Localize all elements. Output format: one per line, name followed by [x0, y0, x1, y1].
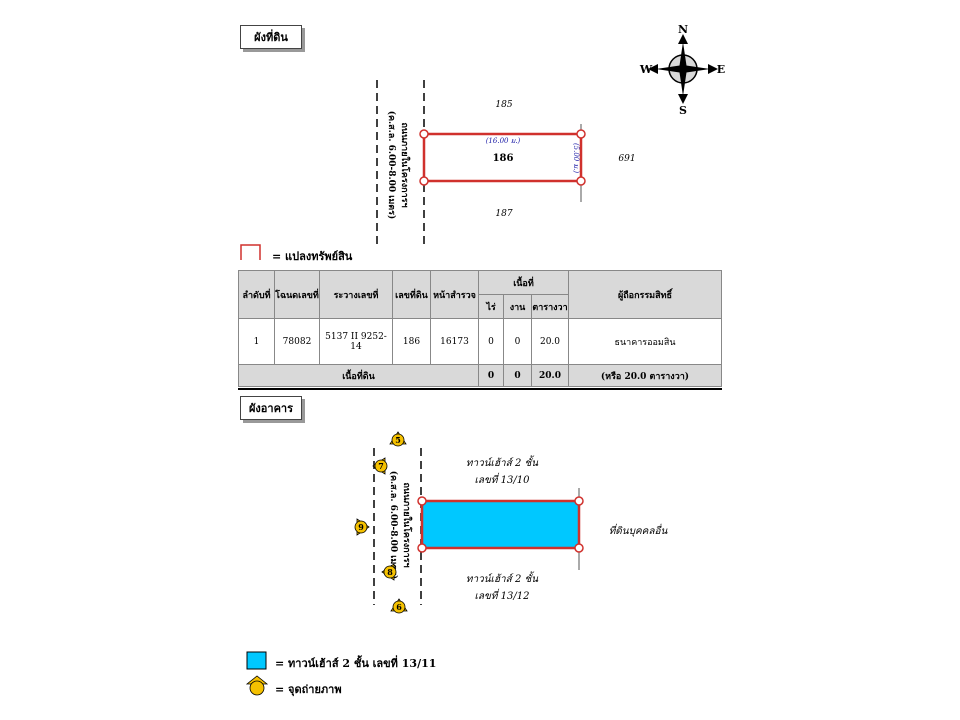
header-owner: ผู้ถือกรรมสิทธิ์ — [568, 270, 722, 319]
corner-marker — [574, 496, 584, 506]
land-plan-label: ผังที่ดิน — [240, 25, 302, 49]
corner-marker — [574, 543, 584, 553]
photo-point-7: 7 — [372, 457, 388, 475]
svg-text:8: 8 — [387, 567, 393, 577]
total-label: เนื้อที่ดิน — [238, 364, 479, 387]
parcel-depth-dim: (5.00 ม.) — [572, 143, 580, 173]
total-wa: 20.0 — [531, 364, 569, 387]
svg-text:7: 7 — [378, 461, 384, 471]
header-ngan: งาน — [503, 294, 532, 319]
east-neighbor-label: ที่ดินบุคคลอื่น — [609, 523, 669, 537]
parcel-width-dim: (16.00 ม.) — [486, 137, 521, 145]
header-rai: ไร่ — [478, 294, 504, 319]
section-divider — [238, 388, 722, 390]
building-legend-text: = ทาวน์เฮ้าส์ 2 ชั้น เลขที่ 13/11 — [275, 657, 437, 670]
building-legend-swatch — [246, 651, 267, 670]
svg-text:5: 5 — [395, 435, 401, 445]
corner-marker — [576, 176, 586, 186]
land-road-label-1: ถนนภายในโครงการฯ — [399, 122, 411, 207]
photo-point-9: 9 — [354, 518, 370, 536]
total-row: เนื้อที่ดิน 0 0 20.0 (หรือ 20.0 ตารางวา) — [238, 364, 722, 387]
compass-s: S — [679, 104, 687, 114]
corner-marker — [419, 129, 429, 139]
compass-needle-ew — [656, 65, 710, 73]
north-building-line1: ทาวน์เฮ้าส์ 2 ชั้น — [466, 455, 539, 469]
header-seq: ลำดับที่ — [238, 270, 275, 319]
cell-seq: 1 — [238, 318, 275, 365]
total-note: (หรือ 20.0 ตารางวา) — [568, 364, 722, 387]
land-table: ลำดับที่ โฉนดเลขที่ ระวางเลขที่ เลขที่ดิ… — [238, 270, 722, 387]
total-ngan: 0 — [503, 364, 532, 387]
parcel-number: 186 — [493, 153, 514, 164]
building-plan-label: ผังอาคาร — [240, 396, 302, 420]
header-deed: โฉนดเลขที่ — [274, 270, 320, 319]
cell-survey: 5137 II 9252-14 — [319, 318, 393, 365]
south-neighbor-lot: 187 — [495, 209, 512, 219]
compass-w: W — [639, 63, 653, 76]
building-road-label-1: ถนนภายในโครงการฯ — [401, 482, 413, 567]
land-plan-diagram: ถนนภายในโครงการฯ (ค.ส.ล. 6.00-8.00 เมตร)… — [240, 80, 636, 260]
header-wa: ตารางวา — [531, 294, 569, 319]
compass-e: E — [717, 63, 725, 76]
corner-marker — [417, 496, 427, 506]
land-road-label-2: (ค.ส.ล. 6.00-8.00 เมตร) — [386, 111, 397, 219]
header-lot: เลขที่ดิน — [392, 270, 431, 319]
south-building-line1: ทาวน์เฮ้าส์ 2 ชั้น — [466, 571, 539, 585]
east-arrow-icon — [708, 64, 718, 74]
cell-rai: 0 — [478, 318, 504, 365]
photo-point-8: 8 — [381, 563, 397, 581]
total-rai: 0 — [478, 364, 504, 387]
corner-marker — [417, 543, 427, 553]
compass-n: N — [678, 24, 688, 36]
compass-rose: N S W E — [639, 24, 725, 114]
east-neighbor-lot: 691 — [618, 154, 635, 164]
cell-survey-page: 16173 — [430, 318, 479, 365]
north-neighbor-lot: 185 — [495, 100, 512, 110]
svg-text:9: 9 — [358, 522, 364, 532]
south-arrow-icon — [678, 94, 688, 104]
photo-legend-icon — [245, 675, 269, 696]
parcel-boundary — [422, 132, 583, 183]
building-road-label-2: (ค.ส.ล. 6.00-8.00 เมตร) — [388, 471, 399, 579]
cell-owner: ธนาคารออมสิน — [568, 318, 722, 365]
table-row: 1 78082 5137 II 9252-14 186 16173 0 0 20… — [238, 318, 722, 365]
parcel-legend-text: = แปลงทรัพย์สิน — [272, 250, 353, 263]
parcel-legend-swatch — [240, 244, 261, 260]
north-building-line2: เลขที่ 13/10 — [475, 472, 531, 486]
cell-lot: 186 — [392, 318, 431, 365]
photo-legend-text: = จุดถ่ายภาพ — [275, 683, 342, 696]
north-arrow-icon — [678, 34, 688, 44]
photo-point-6: 6 — [390, 598, 408, 614]
corner-marker — [576, 129, 586, 139]
corner-marker — [419, 176, 429, 186]
header-survey: ระวางเลขที่ — [319, 270, 393, 319]
building-footprint — [420, 499, 581, 550]
photo-point-5: 5 — [389, 431, 407, 447]
header-survey-page: หน้าสำรวจ — [430, 270, 479, 319]
south-building-line2: เลขที่ 13/12 — [475, 588, 530, 602]
west-arrow-icon — [648, 64, 658, 74]
svg-text:6: 6 — [396, 602, 402, 612]
